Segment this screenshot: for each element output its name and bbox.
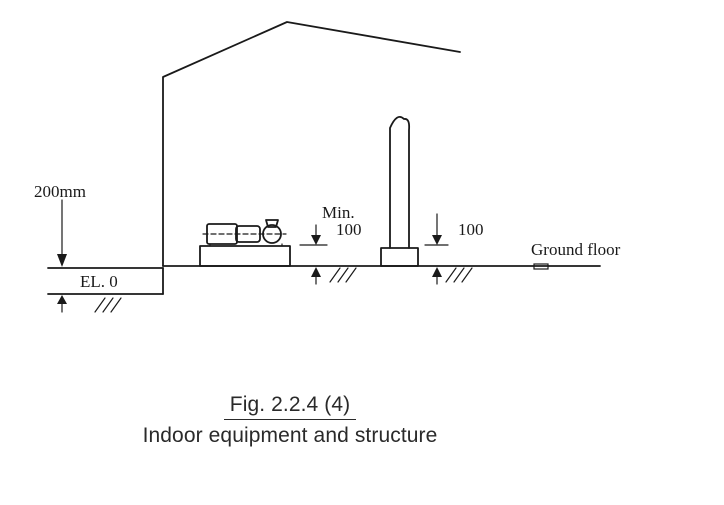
building-outline — [162, 21, 461, 267]
hatch-right — [445, 267, 473, 283]
label-100-right: 100 — [458, 220, 484, 239]
column-vessel — [380, 116, 419, 267]
figure-number: Fig. 2.2.4 (4) — [0, 393, 580, 420]
pump-motor-equipment — [202, 219, 287, 247]
label-min: Min. — [322, 203, 355, 222]
dim-min-100 — [299, 224, 328, 285]
figure-number-text: Fig. 2.2.4 (4) — [223, 393, 357, 420]
label-200mm: 200mm — [34, 182, 86, 201]
label-ground-floor: Ground floor — [531, 240, 621, 259]
outdoor-slab — [47, 267, 164, 295]
dim-200mm — [57, 199, 67, 313]
label-100-left: 100 — [336, 220, 362, 239]
label-elevation: EL. 0 — [80, 272, 118, 291]
figure-title: Indoor equipment and structure — [142, 424, 438, 447]
equipment-base — [199, 245, 291, 267]
hatch-center — [329, 267, 357, 283]
outdoor-hatch — [94, 297, 122, 313]
dim-100-right — [424, 213, 449, 285]
